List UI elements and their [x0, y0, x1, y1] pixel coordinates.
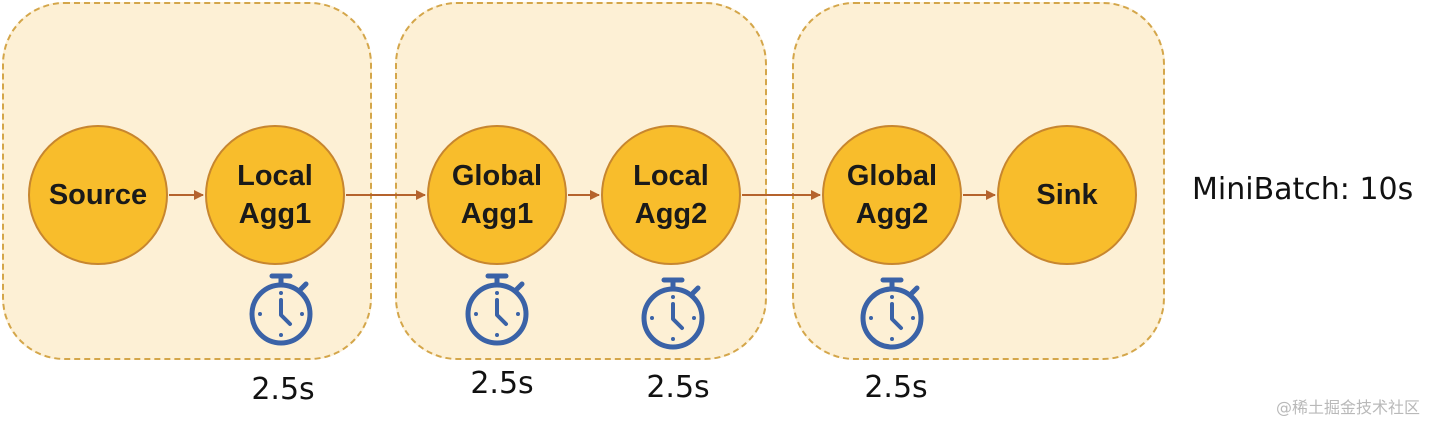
node-sink-label: Sink — [1036, 179, 1098, 211]
node-global-agg2: Global Agg2 — [822, 125, 962, 265]
timer-duration-label: 2.5s — [646, 370, 710, 405]
node-local-agg1-label: Local Agg1 — [237, 160, 313, 230]
stopwatch-icon — [641, 277, 705, 350]
node-local-agg1: Local Agg1 — [205, 125, 345, 265]
node-source-label: Source — [48, 179, 148, 211]
timer-duration-label: 2.5s — [864, 370, 928, 405]
node-local-agg2: Local Agg2 — [601, 125, 741, 265]
node-sink: Sink — [997, 125, 1137, 265]
watermark: @稀土掘金技术社区 — [1275, 398, 1420, 417]
node-global-agg1: Global Agg1 — [427, 125, 567, 265]
node-source: Source — [28, 125, 168, 265]
minibatch-label: MiniBatch: 10s — [1192, 172, 1414, 207]
stopwatch-icon — [465, 273, 529, 346]
stopwatch-icon — [860, 277, 924, 350]
node-global-agg1-label: Global Agg1 — [451, 160, 543, 230]
stopwatch-icon — [249, 273, 313, 346]
node-local-agg2-label: Local Agg2 — [633, 160, 709, 230]
timer-duration-label: 2.5s — [470, 366, 534, 401]
timer-duration-label: 2.5s — [251, 372, 315, 407]
node-global-agg2-label: Global Agg2 — [846, 160, 938, 230]
